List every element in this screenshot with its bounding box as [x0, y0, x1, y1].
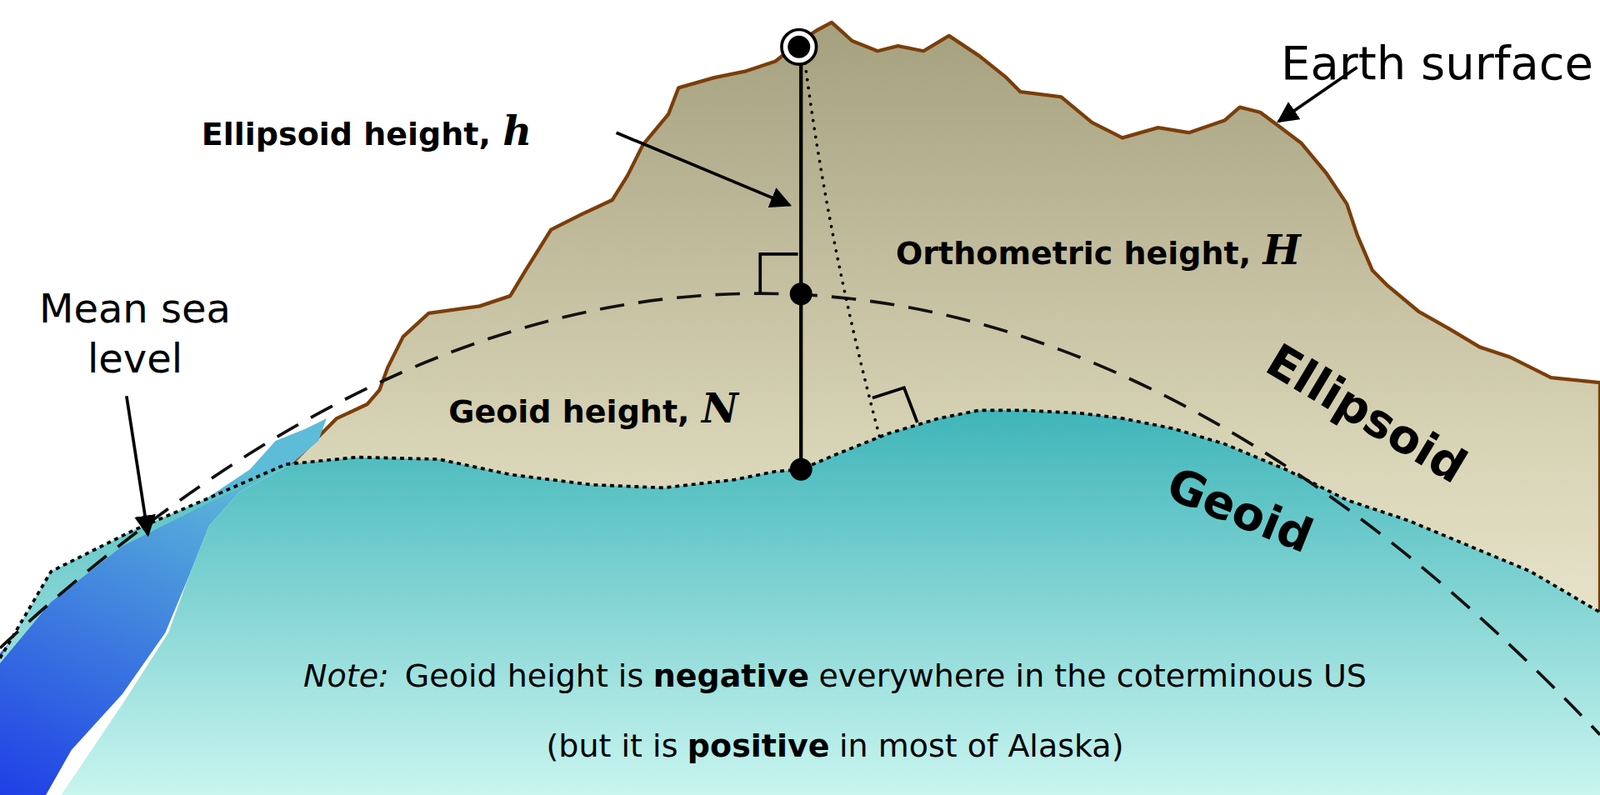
point-marker — [790, 458, 813, 481]
label-text: Ellipsoid height, — [201, 115, 491, 153]
note-text: Geoid height is — [405, 657, 644, 695]
note-text: in most of Alaska) — [839, 727, 1125, 765]
note-text: (but it is — [546, 727, 679, 765]
label-text: Earth surface — [1280, 34, 1594, 93]
note-text: negative — [653, 657, 810, 695]
note-line: (but it ispositivein most of Alaska) — [546, 727, 1125, 765]
note-text: everywhere in the coterminous US — [818, 657, 1367, 695]
height-symbol: N — [701, 385, 739, 432]
label-text: Mean sea level — [30, 283, 240, 384]
leader-arrow — [126, 395, 149, 535]
plumb-line — [805, 63, 880, 437]
note-text: Note: — [303, 657, 390, 695]
sea-level-label: Mean sea level — [30, 283, 240, 384]
height-line — [799, 50, 803, 470]
note-text: positive — [687, 727, 830, 765]
point-marker — [790, 282, 813, 305]
height-label: Orthometric height, H — [895, 226, 1301, 274]
height-symbol: h — [502, 107, 532, 155]
height-label: Geoid height, N — [448, 385, 739, 432]
surface-label: Earth surface — [1280, 34, 1594, 93]
note-line: Note: Geoid height isnegativeeverywhere i… — [303, 657, 1367, 695]
point-marker — [787, 35, 810, 59]
height-label: Ellipsoid height, h — [201, 107, 532, 155]
right-angle-mark — [872, 387, 918, 423]
height-symbol: H — [1263, 226, 1301, 274]
geoid-body — [0, 410, 1600, 795]
label-text: Orthometric height, — [895, 235, 1251, 272]
label-text: Geoid height, — [448, 393, 690, 430]
point-marker — [781, 30, 817, 65]
leader-arrow — [616, 132, 790, 205]
